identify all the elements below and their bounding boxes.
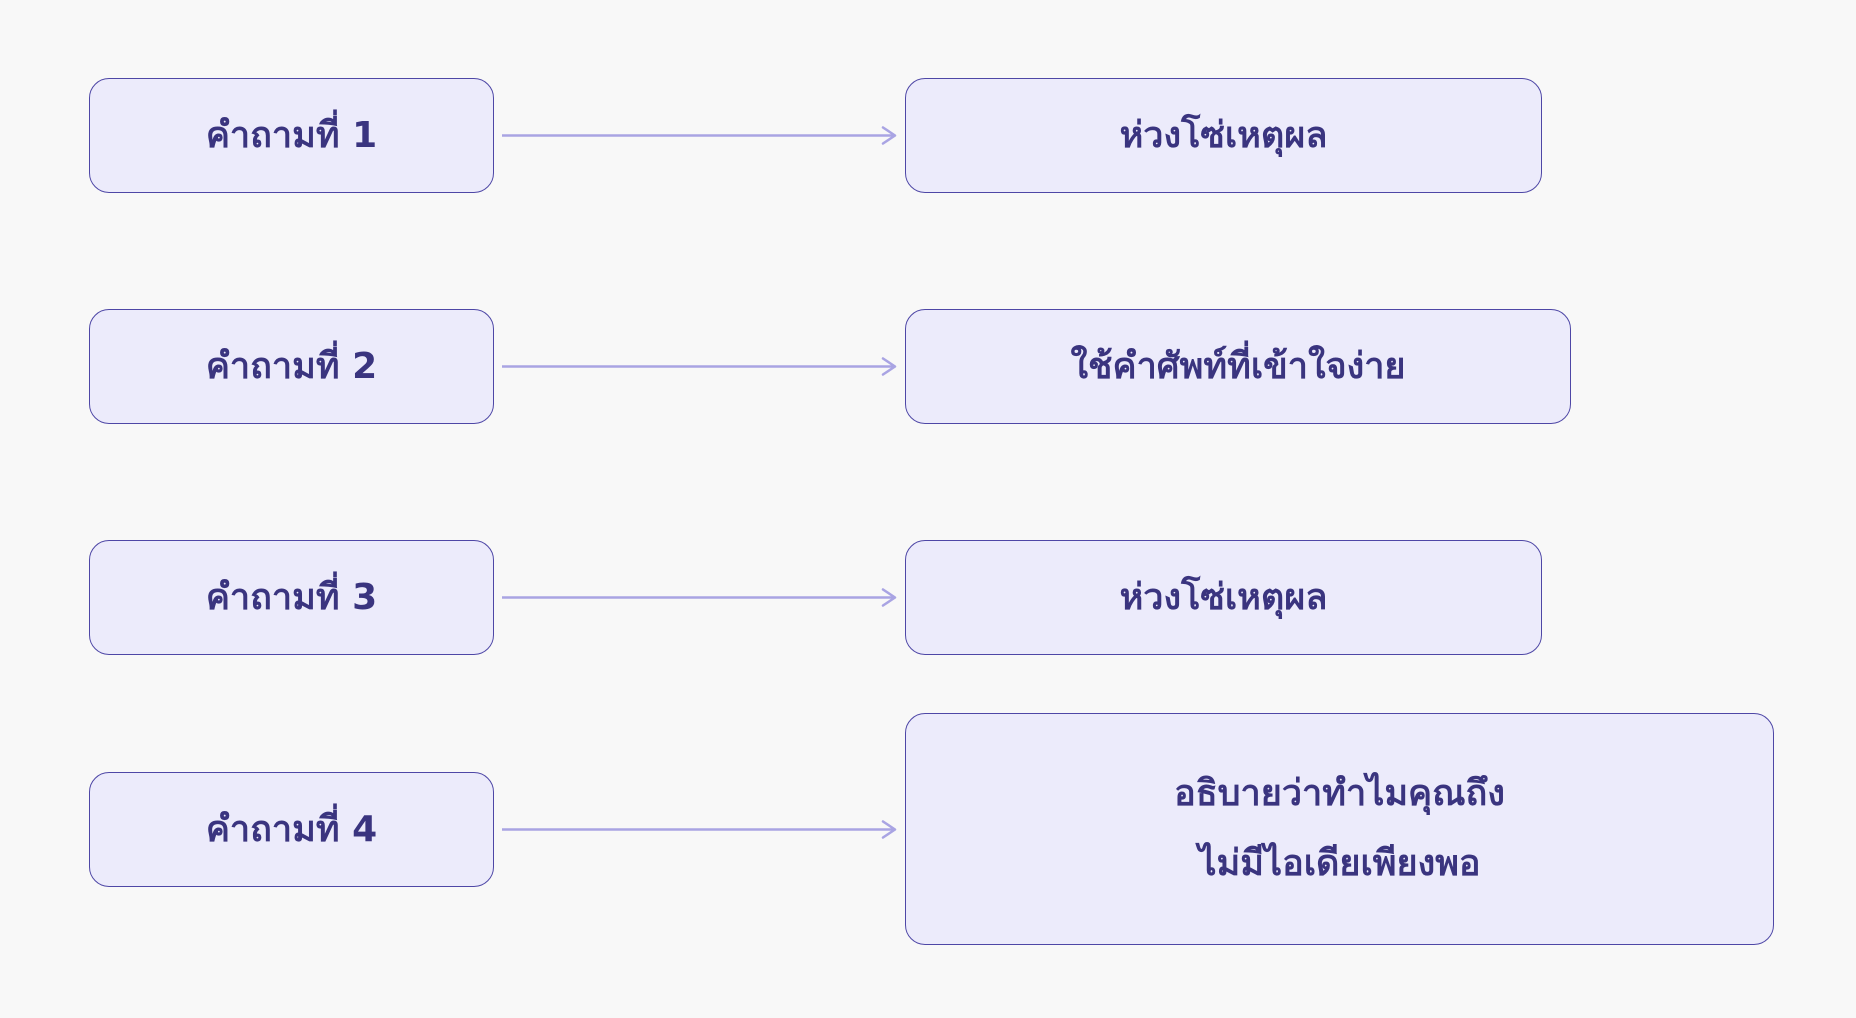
question-node-2: คำถามที่ 2 [89,309,494,424]
question-node-1: คำถามที่ 1 [89,78,494,193]
arrow-group [502,126,897,839]
arrowhead-1 [881,126,897,145]
question-label-1: คำถามที่ 1 [205,114,378,156]
arrowhead-3 [881,588,897,607]
answer-node-2: ใช้คำศัพท์ที่เข้าใจง่าย [905,309,1571,424]
question-node-4: คำถามที่ 4 [89,772,494,887]
answer-label-2: ใช้คำศัพท์ที่เข้าใจง่าย [1070,345,1406,387]
answer-node-1: ห่วงโซ่เหตุผล [905,78,1542,193]
answer-label-3: ห่วงโซ่เหตุผล [1119,576,1328,618]
answer-node-3: ห่วงโซ่เหตุผล [905,540,1542,655]
answer-label-4: อธิบายว่าทำไมคุณถึง ไม่มีไอเดียเพียงพอ [1174,773,1505,884]
arrowhead-2 [881,357,897,376]
arrowhead-4 [881,820,897,839]
question-label-4: คำถามที่ 4 [205,808,378,850]
answer-node-4: อธิบายว่าทำไมคุณถึง ไม่มีไอเดียเพียงพอ [905,713,1774,945]
question-node-3: คำถามที่ 3 [89,540,494,655]
question-label-2: คำถามที่ 2 [205,345,378,387]
answer-label-1: ห่วงโซ่เหตุผล [1119,114,1328,156]
question-label-3: คำถามที่ 3 [205,576,378,618]
